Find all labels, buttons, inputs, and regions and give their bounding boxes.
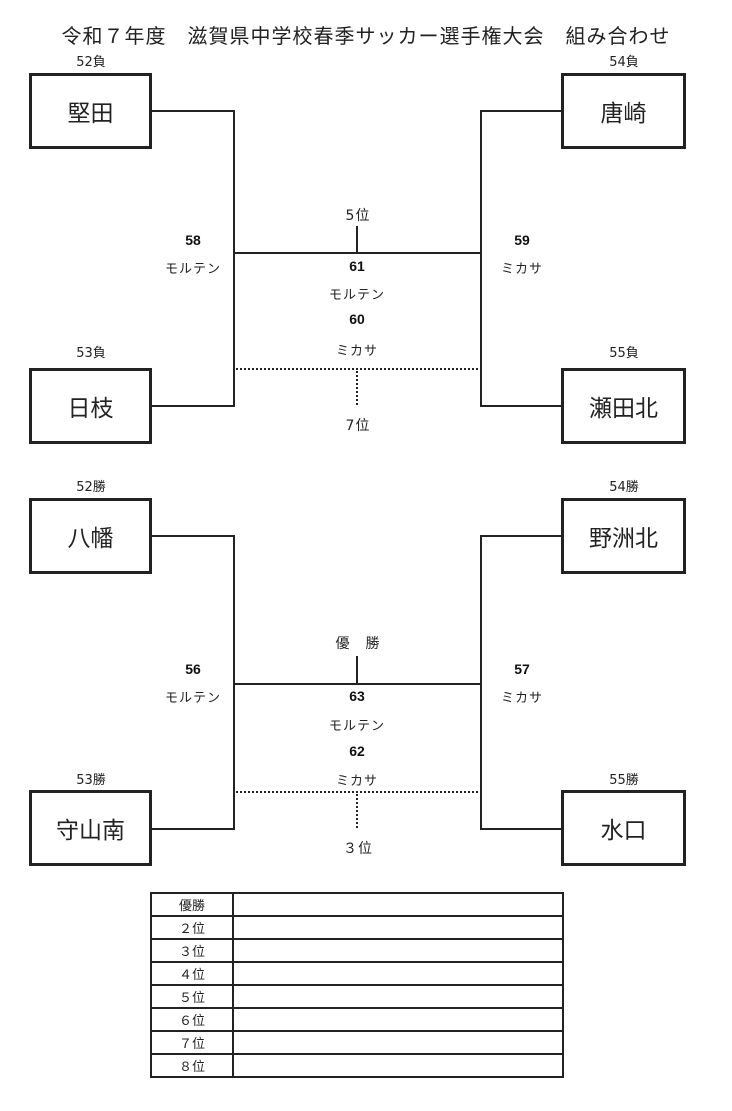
result-cell <box>232 938 564 963</box>
team-box: 日枝 <box>29 368 152 444</box>
match-number: 57 <box>514 661 530 677</box>
placement-label: ３位 <box>343 841 373 857</box>
rank-label: ６位 <box>150 1007 234 1032</box>
seed-label: 55勝 <box>609 773 639 788</box>
result-cell <box>232 961 564 986</box>
result-cell <box>232 915 564 940</box>
lower-bracket-lines <box>151 535 562 830</box>
table-row: 優勝 <box>150 892 564 917</box>
team-name: 八幡 <box>67 526 114 552</box>
match-venue: モルテン <box>328 719 385 734</box>
team-box: 野洲北 <box>561 498 686 574</box>
rank-label: ８位 <box>150 1053 234 1078</box>
team-box: 守山南 <box>29 790 152 866</box>
rank-label: ２位 <box>150 915 234 940</box>
result-cell <box>232 1053 564 1078</box>
match-number: 58 <box>185 232 201 248</box>
result-cell <box>232 1007 564 1032</box>
table-row: ８位 <box>150 1053 564 1078</box>
team-name: 唐崎 <box>600 101 647 127</box>
page-title: 令和７年度 滋賀県中学校春季サッカー選手権大会 組み合わせ <box>61 24 671 48</box>
placement-label: 7位 <box>345 418 371 434</box>
match-venue: ミカサ <box>335 774 378 789</box>
result-cell <box>232 984 564 1009</box>
match-number: 59 <box>514 232 530 248</box>
table-row: ６位 <box>150 1007 564 1032</box>
seed-label: 52負 <box>76 55 106 70</box>
team-name: 堅田 <box>67 101 114 127</box>
team-box: 水口 <box>561 790 686 866</box>
rank-label: ７位 <box>150 1030 234 1055</box>
match-venue: ミカサ <box>500 691 543 706</box>
seed-label: 53勝 <box>76 773 106 788</box>
seed-label: 53負 <box>76 346 106 361</box>
team-name: 水口 <box>600 818 647 844</box>
placement-label: 5位 <box>345 208 371 224</box>
upper-third-place-lines <box>236 368 479 407</box>
seed-label: 55負 <box>609 346 639 361</box>
team-box: 八幡 <box>29 498 152 574</box>
upper-bracket-lines <box>151 110 562 407</box>
table-row: ５位 <box>150 984 564 1009</box>
team-name: 日枝 <box>67 396 114 422</box>
team-box: 唐崎 <box>561 73 686 149</box>
match-venue: モルテン <box>164 262 221 277</box>
team-name: 野洲北 <box>589 526 658 552</box>
lower-third-place-lines <box>236 791 479 830</box>
team-name: 守山南 <box>56 818 125 844</box>
table-row: ７位 <box>150 1030 564 1055</box>
rank-label: ３位 <box>150 938 234 963</box>
match-number: 63 <box>349 688 365 704</box>
seed-label: 52勝 <box>76 480 106 495</box>
table-row: ４位 <box>150 961 564 986</box>
result-cell <box>232 1030 564 1055</box>
match-venue: ミカサ <box>500 262 543 277</box>
team-box: 堅田 <box>29 73 152 149</box>
match-venue: モルテン <box>328 288 385 303</box>
table-row: ３位 <box>150 938 564 963</box>
seed-label: 54勝 <box>609 480 639 495</box>
result-cell <box>232 892 564 917</box>
team-box: 瀬田北 <box>561 368 686 444</box>
match-number: 56 <box>185 661 201 677</box>
rank-label: ４位 <box>150 961 234 986</box>
team-name: 瀬田北 <box>589 396 658 422</box>
placement-label: 優 勝 <box>335 636 381 652</box>
table-row: ２位 <box>150 915 564 940</box>
match-number: 60 <box>349 311 365 327</box>
seed-label: 54負 <box>609 55 639 70</box>
match-number: 61 <box>349 258 365 274</box>
match-number: 62 <box>349 743 365 759</box>
rank-label: 優勝 <box>150 892 234 917</box>
rank-label: ５位 <box>150 984 234 1009</box>
match-venue: ミカサ <box>335 344 378 359</box>
match-venue: モルテン <box>164 691 221 706</box>
results-table: 優勝 ２位 ３位 ４位 ５位 ６位 ７位 ８位 <box>150 892 564 1078</box>
